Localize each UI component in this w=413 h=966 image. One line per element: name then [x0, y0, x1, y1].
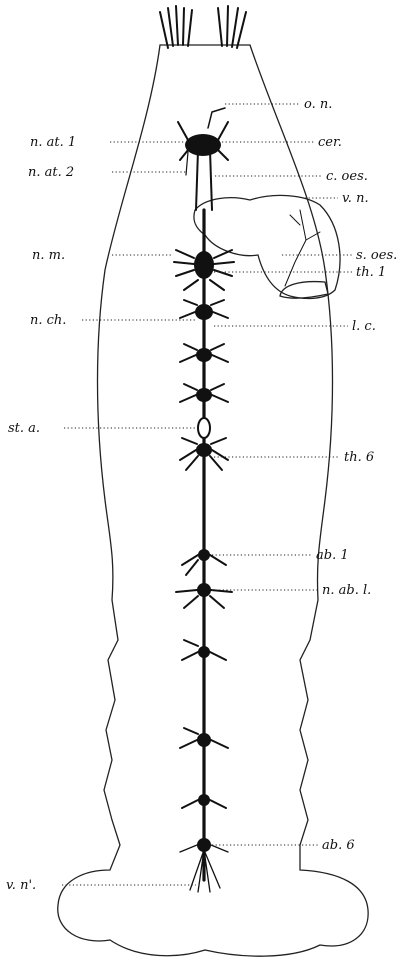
- label-longitudinal-commissure: l. c.: [352, 319, 376, 334]
- label-thoracic-ganglion-1: th. 1: [356, 265, 386, 280]
- label-visceral-nerve-posterior: v. n'.: [6, 878, 36, 893]
- label-antennal-nerve-2: n. at. 2: [28, 165, 74, 180]
- label-antennal-nerve-1: n. at. 1: [30, 135, 76, 150]
- label-thoracic-ganglion-6: th. 6: [344, 450, 374, 465]
- label-chelipedal-nerve: n. ch.: [30, 313, 66, 328]
- label-optic-nerve: o. n.: [304, 97, 332, 112]
- label-abdominal-nerve: n. ab. l.: [322, 583, 371, 598]
- label-abdominal-ganglion-1: ab. 1: [316, 548, 349, 563]
- label-sternal-artery: st. a.: [8, 421, 40, 436]
- leader-lines: [62, 104, 352, 885]
- label-abdominal-ganglion-6: ab. 6: [322, 838, 355, 853]
- nerve-cord: [174, 108, 234, 892]
- label-visceral-nerve: v. n.: [342, 191, 369, 206]
- label-mandibular-nerve: n. m.: [32, 248, 65, 263]
- head-bristles: [160, 6, 246, 48]
- label-cerebral-ganglion: cer.: [318, 135, 342, 150]
- label-suboesophageal-ganglion: s. oes.: [356, 248, 397, 263]
- label-oesophageal-connective: c. oes.: [326, 169, 368, 184]
- body-outline: [58, 45, 368, 956]
